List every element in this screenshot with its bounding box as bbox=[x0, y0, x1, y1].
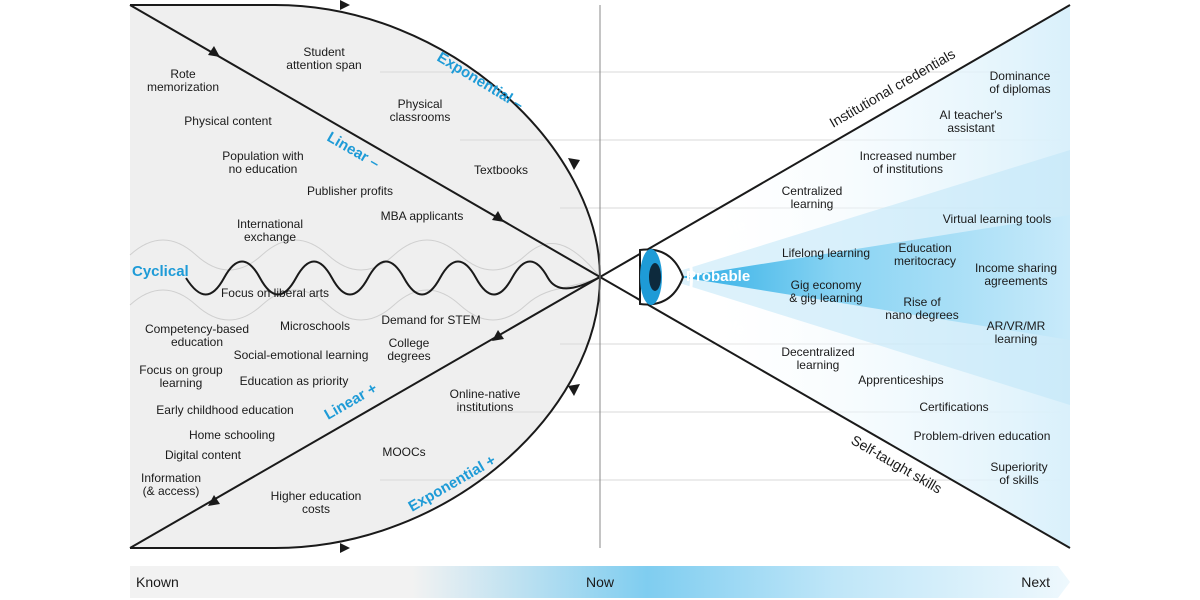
item-publisher-profits: Publisher profits bbox=[307, 184, 393, 198]
eye-icon bbox=[639, 236, 693, 318]
arrow-exp-plus-side bbox=[568, 384, 580, 396]
arrow-exp-minus-top bbox=[340, 0, 350, 10]
label-probable: Probable bbox=[686, 268, 750, 285]
item-textbooks: Textbooks bbox=[474, 163, 528, 177]
item-certifications: Certifications bbox=[919, 400, 988, 414]
item-mba-applicants: MBA applicants bbox=[381, 209, 464, 223]
linear-minus-line bbox=[129, 4, 601, 278]
selftaught-boundary bbox=[599, 276, 1071, 549]
arrow-linear-minus-a bbox=[208, 46, 220, 57]
item-virtual-tools: Virtual learning tools bbox=[943, 212, 1052, 226]
timeline-now: Now bbox=[586, 574, 615, 590]
timeline-next: Next bbox=[1021, 574, 1050, 590]
item-digital-content: Digital content bbox=[165, 448, 242, 462]
arrow-exp-plus-bottom bbox=[340, 543, 350, 553]
exponential-plus-curve bbox=[130, 276, 601, 549]
institutional-boundary bbox=[599, 4, 1071, 278]
exponential-minus-curve bbox=[130, 4, 601, 278]
timeline-bar: Known Now Next bbox=[130, 566, 1070, 598]
item-demand-stem: Demand for STEM bbox=[381, 313, 480, 327]
item-home-schooling: Home schooling bbox=[189, 428, 275, 442]
cyclical-echo-top bbox=[129, 239, 601, 278]
item-moocs: MOOCs bbox=[382, 445, 425, 459]
arrow-linear-minus-b bbox=[492, 211, 504, 222]
item-social-emotional: Social-emotional learning bbox=[234, 348, 369, 362]
linear-plus-line bbox=[129, 276, 601, 549]
trend-arrows bbox=[208, 0, 580, 553]
item-problem-driven: Problem-driven education bbox=[914, 429, 1051, 443]
item-liberal-arts: Focus on liberal arts bbox=[221, 286, 329, 300]
arrow-exp-minus-side bbox=[568, 158, 580, 170]
item-information-access: Information(& access) bbox=[141, 471, 201, 498]
label-cyclical: Cyclical bbox=[132, 263, 189, 280]
cyclical-echo-bottom bbox=[129, 276, 601, 321]
cyclical-wave bbox=[185, 260, 601, 296]
probable-band bbox=[680, 215, 1070, 340]
arrow-linear-plus-a bbox=[208, 495, 220, 506]
arrow-linear-plus-b bbox=[492, 330, 504, 341]
item-physical-content: Physical content bbox=[184, 114, 272, 128]
item-apprenticeships: Apprenticeships bbox=[858, 373, 943, 387]
item-gig-economy: Gig economy& gig learning bbox=[789, 278, 862, 305]
timeline-known: Known bbox=[136, 574, 179, 590]
item-early-childhood: Early childhood education bbox=[156, 403, 293, 417]
item-microschools: Microschools bbox=[280, 319, 350, 333]
item-education-priority: Education as priority bbox=[240, 374, 349, 388]
item-lifelong-learning: Lifelong learning bbox=[782, 246, 870, 260]
